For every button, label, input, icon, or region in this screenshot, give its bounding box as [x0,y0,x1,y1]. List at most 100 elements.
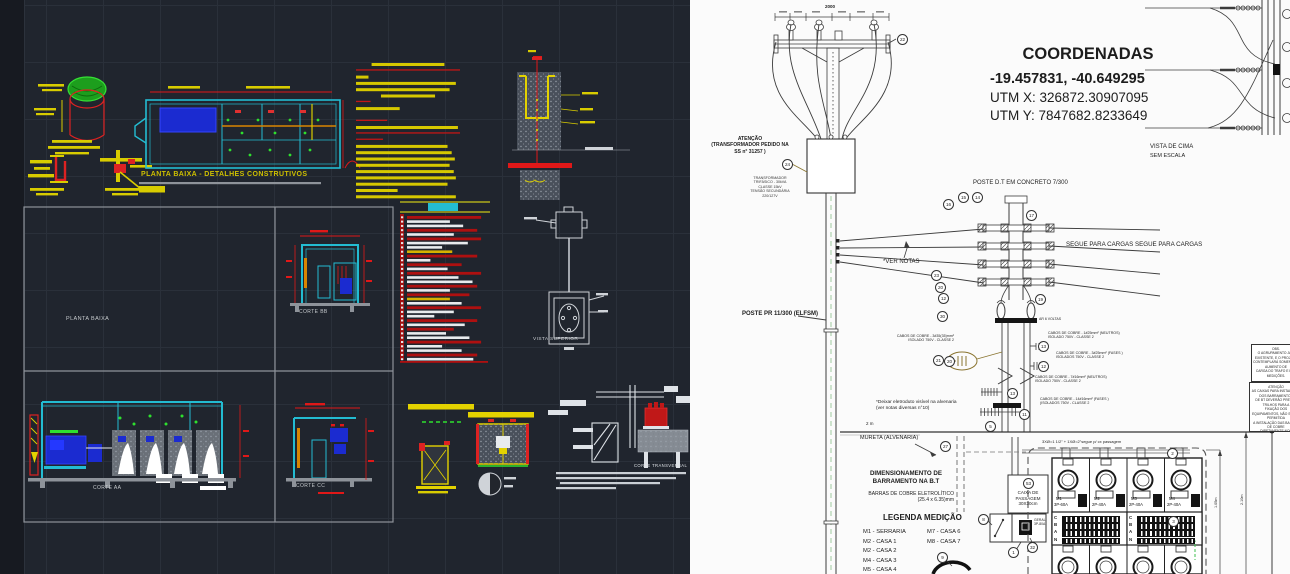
label-planta-baixa-detalhes: PLANTA BAIXA - DETALHES CONSTRUTIVOS [141,171,308,178]
busbar-letter: B [1129,522,1133,528]
balloon-ref-20: 20 [944,356,955,367]
balloon-ref-14: 14 [972,192,983,203]
legend-column-2: M7 - CASA 6 M8 - CASA 7 [927,529,961,548]
busbar [1062,523,1120,530]
balloon-ref-2: 2 [1167,448,1178,459]
busbar-letter: A [1129,529,1133,535]
label-vista-superior: VISTA SUPERIOR [533,337,579,342]
diagram-page[interactable]: 2000 COORDENADAS -19.457831, -40.649295 … [690,0,1290,574]
busbar-letter: C [1054,515,1058,520]
busbar [1062,516,1120,523]
busbar [1062,537,1120,545]
balloon-ref-20: 20 [935,282,946,293]
busbar-letter: B [1054,522,1058,528]
label-planta-baixa: PLANTA BAIXA [66,316,110,322]
geral-label: GERAL 3P-80A [1034,518,1046,527]
balloon-ref-9: 9 [937,552,948,563]
balloon-ref-15: 15 [958,192,969,203]
poste-pr-label: POSTE PR 11/300 (ELFSM) [742,311,819,317]
foundation-detail [508,50,630,200]
dim-2000: 2000 [825,4,836,9]
cable-label-3: CABOS DE COBRE - 3#25mm² (FASES ) ISOLAD… [1056,351,1123,360]
balloon-ref-27: 27 [940,441,951,452]
busbar [1137,523,1195,530]
segue-cargas: SEGUE PARA CARGAS SEGUE PARA CARGAS [1066,241,1203,248]
tiny-red-mark [532,57,542,60]
caixa-passagem-label: CAIXA DE PASSAGEM 30X30cm [1015,490,1041,507]
corte-transversal-detail [548,385,690,490]
title-yellow-block [139,186,165,193]
balloon-ref-21: 21 [933,355,944,366]
meter-m2-rating: 2P-40A [1092,502,1106,507]
legend-item: M8 - CASA 7 [927,538,961,545]
cable-label-2: CABOS DE COBRE - 1#25mm² (NEUTROS) ISOLA… [1048,331,1120,340]
balloon-ref-11: 11 [1019,409,1030,420]
busbar-letter: N [1129,536,1133,542]
conduit-note: 3XØ=1 1/2" + 1XØ=2"segue p/ cx passagem [1042,439,1122,444]
balloon-ref-1: 1 [1008,547,1019,558]
dimensionamento-label: DIMENSIONAMENTO DE BARRAMENTO NA B.T [869,470,943,485]
legend-item: M4 - CASA 3 [863,557,897,564]
atencao-transformador: ATENÇÃO (TRANSFORMADOR PEDIDO NA SS n° 3… [711,136,789,155]
label-corte-aa: CORTE AA [93,485,122,491]
cad-drawing [23,50,690,523]
ver-notas: *VER NOTAS [883,259,920,265]
viewport-frames [23,206,394,523]
legend-column-1: M1 - SERRARIA M2 - CASA 1 M2 - CASA 2 M4 - … [863,529,906,574]
deixar-eletroduto: *Deixar eletroduto visível na alvenaria … [876,400,957,411]
legend-item: M7 - CASA 6 [927,529,961,535]
poste-dt-label: POSTE D.T EM CONCRETO 7/300 [973,180,1068,186]
balloon-ref-5: 5 [985,421,996,432]
balloon-ref-3: 3 [1168,516,1179,527]
misc-detail-2 [100,150,152,196]
dim-2m: 2 m [866,421,874,426]
busbar [1137,516,1195,523]
notes-block [356,63,460,199]
cad-viewport[interactable]: PLANTA BAIXA - DETALHES CONSTRUTIVOS PLA… [0,0,690,574]
busbar-letter: A [1054,529,1058,535]
meter-m1-rating: 3P-60A [1054,502,1068,507]
legend-item: M2 - CASA 1 [863,538,897,545]
vista-de-cima-title: VISTA DE CIMA [1150,144,1194,150]
cable-label-4: CABOS DE COBRE - 7#16mm² (NEUTROS) ISOLA… [1035,375,1107,384]
mureta-label: MURETA (ALVENARIA) [860,435,919,441]
misc-detail-1 [28,155,68,196]
obs-note-box: OBS. O AGRUPAMENTO JÁ É EXISTENTE, E O P… [1251,344,1290,382]
busbar [1137,530,1195,537]
fita-voltas: AR 6 VOLTAS [1039,317,1062,321]
barras-label: BARRAS DE COBRE ELETROLÍTICO (25.4 x 6.3… [868,491,954,504]
legend-item: M5 - CASA 4 [863,567,897,573]
busbar-letter: N [1054,536,1058,542]
balloon-ref-13: 13 [1038,341,1049,352]
balloon-ref-30: 30 [937,311,948,322]
meter-m4-rating: 2P-40A [1167,502,1181,507]
atencao-note-box: ATENÇÃO AS CAIXAS PARA INSTALAÇÃO DOS BA… [1249,382,1290,432]
materials-table [400,201,490,363]
busbar [1137,537,1195,545]
balloon-ref-32: 32 [1027,542,1038,553]
balloon-ref-13: 13 [1007,388,1018,399]
corte-aa [28,401,249,490]
legend-item: M2 - CASA 2 [863,548,897,554]
meter-m1-name: M1 [1056,496,1062,501]
legend-item: M1 - SERRARIA [863,529,906,535]
meter-m3-name: M3 [1131,496,1137,501]
vista-de-cima-subtitle: SEM ESCALA [1150,153,1186,159]
legenda-title: LEGENDA MEDIÇÃO [883,513,962,522]
coordinates-utm-y: UTM Y: 7847682.8233649 [990,108,1148,123]
balloon-ref-22: 22 [897,34,908,45]
meter-m3-rating: 2P-40A [1129,502,1143,507]
balloon-ref-16: 16 [943,199,954,210]
dim-105: 1.05m [1214,497,1218,508]
coordinates-title: COORDENADAS [1022,45,1154,63]
floorplan-top [134,86,361,169]
label-corte-cc: CORTE CC [296,483,326,489]
balloon-ref-8: 8 [978,514,989,525]
balloon-ref-53: 53 [1023,478,1034,489]
balloon-ref-17: 17 [1026,210,1037,221]
balloon-ref-12: 12 [1038,361,1049,372]
balloon-ref-24: 24 [782,159,793,170]
busbar-letter: C [1129,515,1133,520]
label-corte-transversal: CORTE TRANSVERSAL [634,463,688,468]
